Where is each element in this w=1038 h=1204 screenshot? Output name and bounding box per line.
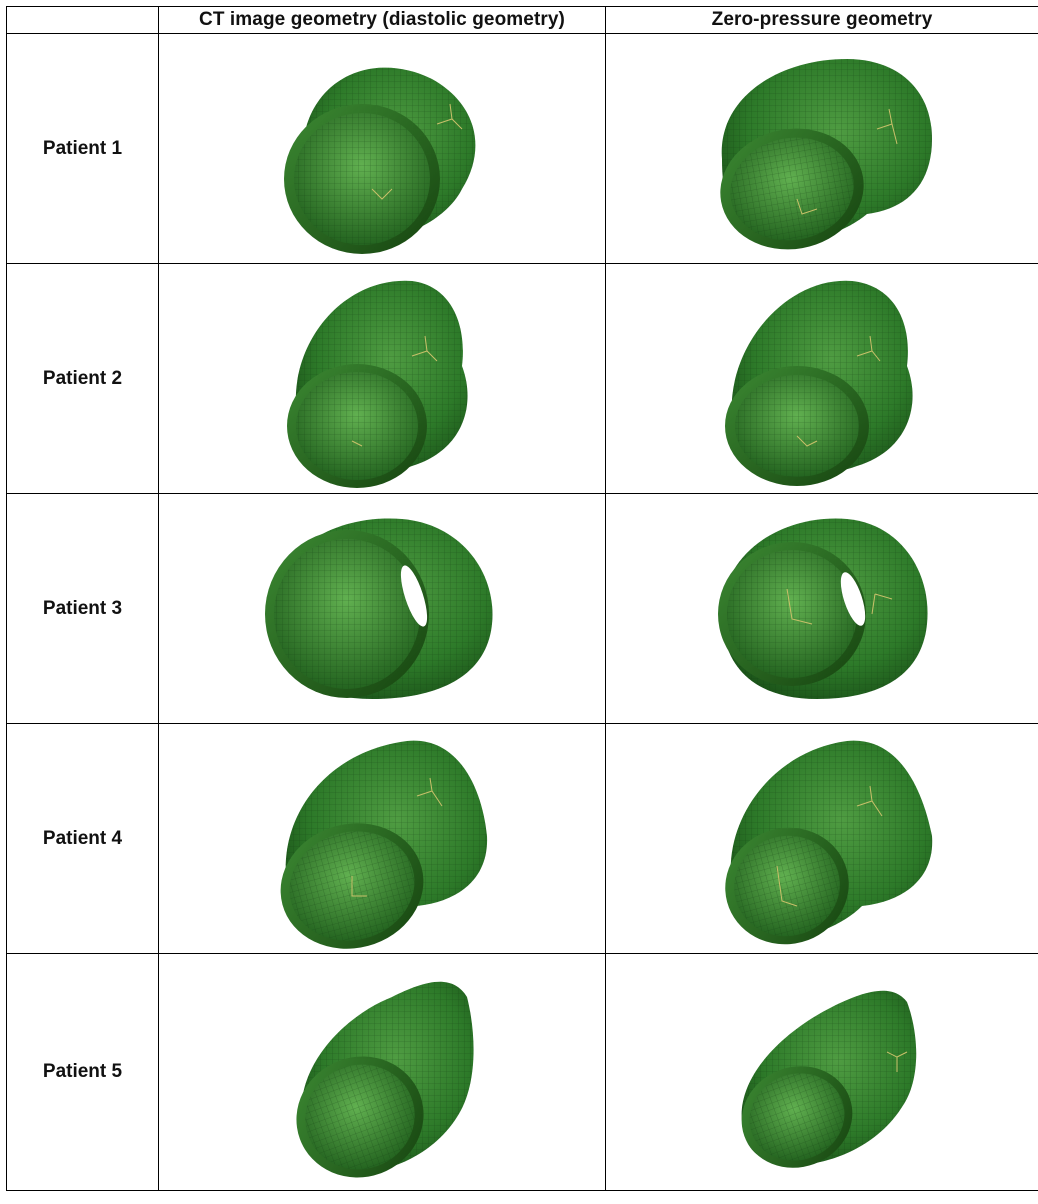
row-label-patient-2: Patient 2 <box>6 263 159 494</box>
zero-pressure-image-patient-5 <box>605 953 1038 1191</box>
ct-geometry-image-patient-5 <box>158 953 606 1191</box>
ct-geometry-image-patient-3 <box>158 493 606 724</box>
zero-pressure-image-patient-3 <box>605 493 1038 724</box>
row-label-patient-5: Patient 5 <box>6 953 159 1191</box>
ct-geometry-image-patient-1 <box>158 33 606 264</box>
row-label-patient-3: Patient 3 <box>6 493 159 724</box>
zero-pressure-image-patient-4 <box>605 723 1038 954</box>
row-label-patient-1: Patient 1 <box>6 33 159 264</box>
header-ct-geometry: CT image geometry (diastolic geometry) <box>158 6 606 34</box>
header-zero-pressure: Zero-pressure geometry <box>605 6 1038 34</box>
ct-geometry-image-patient-2 <box>158 263 606 494</box>
header-empty <box>6 6 159 34</box>
geometry-table: CT image geometry (diastolic geometry) Z… <box>6 6 1038 1191</box>
zero-pressure-image-patient-2 <box>605 263 1038 494</box>
row-label-patient-4: Patient 4 <box>6 723 159 954</box>
zero-pressure-image-patient-1 <box>605 33 1038 264</box>
ct-geometry-image-patient-4 <box>158 723 606 954</box>
